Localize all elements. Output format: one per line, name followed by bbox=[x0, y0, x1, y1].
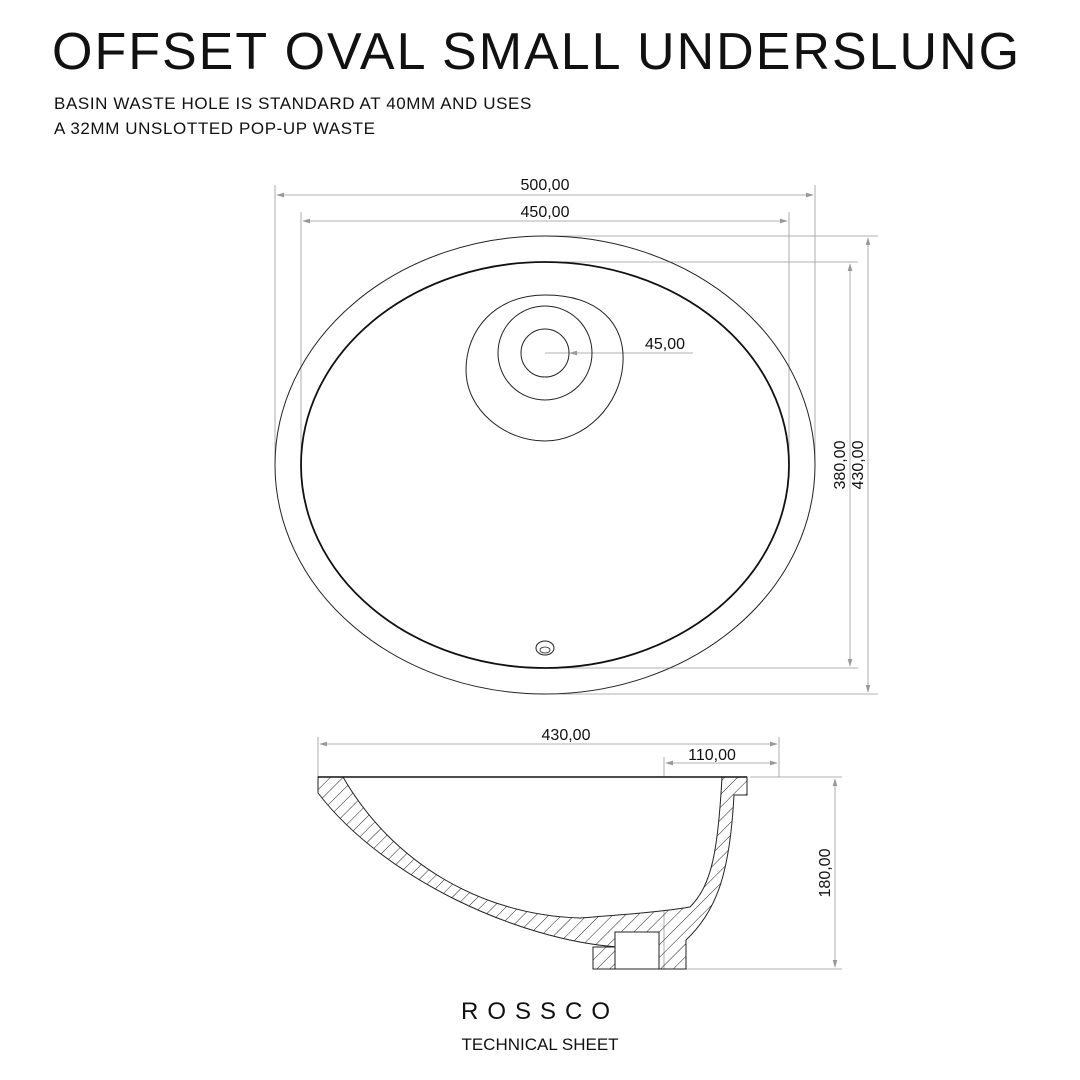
page-title: OFFSET OVAL SMALL UNDERSLUNG bbox=[52, 23, 1022, 81]
dimension-lines bbox=[274, 185, 878, 695]
dim-inner-width: 450,00 bbox=[521, 204, 570, 221]
basin-inner-bowl bbox=[300, 261, 790, 669]
top-view: 500,00 450,00 45,00 430,00 380,00 bbox=[274, 177, 878, 695]
dim-outer-width: 500,00 bbox=[521, 177, 570, 194]
section-view: 430,00 110,00 180,00 bbox=[317, 727, 842, 970]
basin-outer-rim bbox=[274, 235, 816, 695]
subtitle-line-1: BASIN WASTE HOLE IS STANDARD AT 40MM AND… bbox=[54, 94, 532, 113]
dim-outer-depth: 430,00 bbox=[850, 440, 867, 489]
dim-section-height: 180,00 bbox=[817, 848, 834, 897]
brand-name: ROSSCO bbox=[460, 998, 619, 1025]
section-dimension-lines bbox=[317, 737, 842, 970]
waste-hole bbox=[520, 328, 570, 378]
waste-collar bbox=[497, 305, 593, 401]
waste-bore bbox=[614, 931, 660, 970]
subtitle-line-2: A 32MM UNSLOTTED POP-UP WASTE bbox=[54, 119, 376, 138]
sheet-label: TECHNICAL SHEET bbox=[461, 1035, 619, 1054]
overflow-hole bbox=[535, 640, 555, 656]
dim-waste: 45,00 bbox=[645, 336, 685, 353]
waste-recess bbox=[465, 294, 624, 442]
basin-section-void bbox=[342, 776, 723, 919]
dim-section-offset: 110,00 bbox=[688, 747, 736, 764]
dim-inner-depth: 380,00 bbox=[832, 440, 849, 489]
dim-section-width: 430,00 bbox=[542, 727, 591, 744]
